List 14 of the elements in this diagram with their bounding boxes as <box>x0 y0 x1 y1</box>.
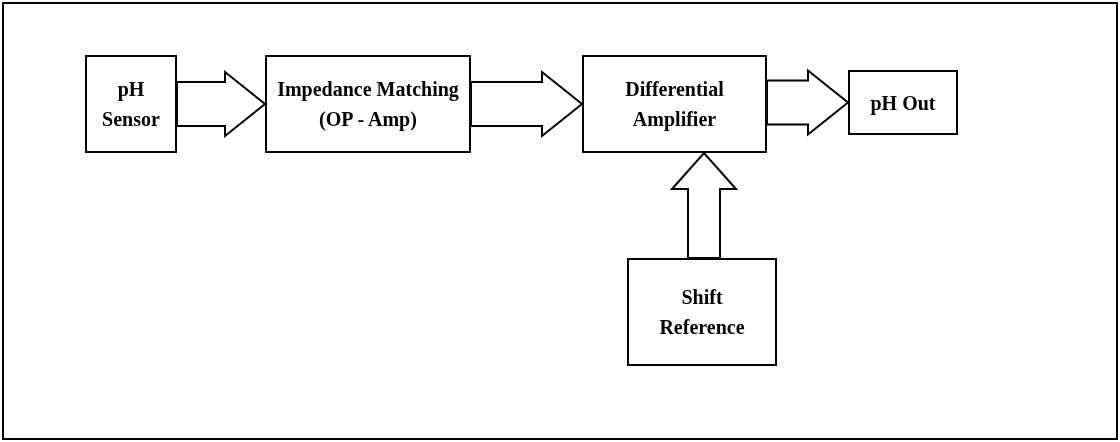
block-label: pH Sensor <box>101 77 161 132</box>
block-label: Impedance Matching (OP - Amp) <box>276 77 460 133</box>
block-label: Differential Amplifier <box>624 77 725 133</box>
block-arrow <box>470 69 584 139</box>
block-box <box>582 55 767 153</box>
block-box <box>848 70 958 135</box>
block-box <box>265 55 471 153</box>
block-arrow <box>176 69 267 139</box>
block-arrow <box>766 68 850 137</box>
block-label: Shift Reference <box>658 285 746 340</box>
block-label: pH Out <box>870 90 936 117</box>
block-box <box>85 55 177 153</box>
block-arrow <box>669 151 739 259</box>
block-box <box>627 258 777 366</box>
